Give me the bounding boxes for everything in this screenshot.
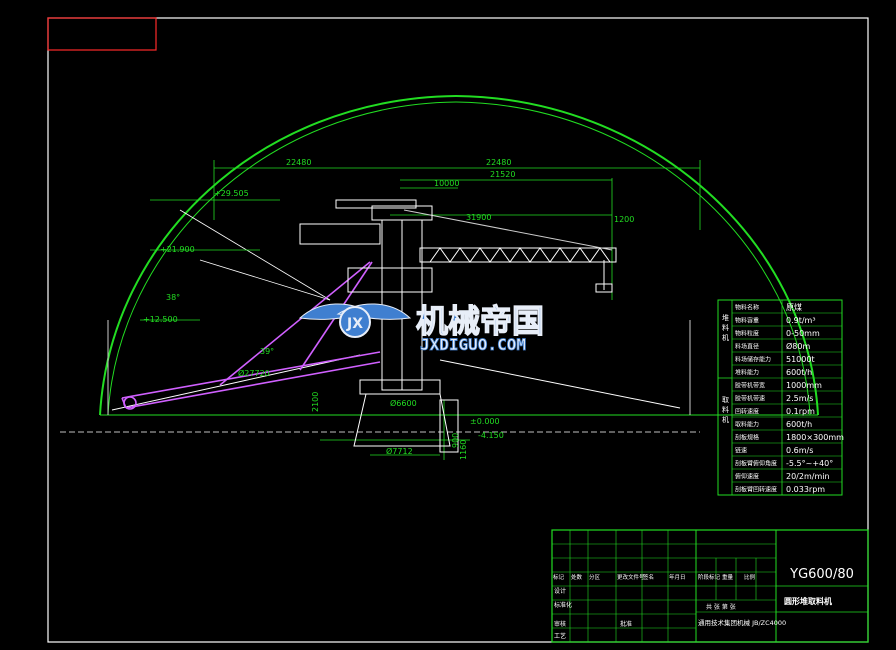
title-block-col-label: 分区 <box>589 573 601 581</box>
stacker-boom <box>403 209 617 293</box>
spec-group-char: 料 <box>722 405 729 414</box>
watermark-cn: 机械帝国 <box>416 302 544 340</box>
spec-row-key: 物料容重 <box>735 317 759 325</box>
dim-base-6600: Ø6600 <box>390 398 417 408</box>
angle-38: 38° <box>166 293 180 302</box>
dim-right-span: 22480 <box>486 158 511 167</box>
dim-10000: 10000 <box>434 179 459 188</box>
spec-row-value: 原煤 <box>786 302 802 312</box>
reclaimer-boom <box>121 261 381 410</box>
spec-row-key: 回转速度 <box>735 408 759 416</box>
title-role-process: 工艺 <box>554 632 566 640</box>
title-drawing-name: 圆形堆取料机 <box>784 596 832 606</box>
spec-row-key: 刮板臂回转速度 <box>735 486 777 494</box>
spec-group-char: 机 <box>722 415 729 424</box>
spec-row-key: 刮板臂俯仰角度 <box>735 460 777 468</box>
title-block-col-label: 更改文件号 <box>617 573 645 581</box>
title-stage-header: 阶段标记 <box>698 573 721 581</box>
title-role-std: 标准化 <box>554 601 572 609</box>
corner-label-box <box>47 17 157 51</box>
title-scale-header: 比例 <box>744 573 756 581</box>
spec-row-value: 0.6m/s <box>786 446 813 455</box>
stockpile-outline <box>60 209 700 433</box>
spec-row-key: 胶带机带宽 <box>735 382 765 390</box>
spec-row-key: 胶带机带速 <box>735 395 765 403</box>
spec-row-value: 600t/h <box>786 420 812 429</box>
title-role-design: 设计 <box>554 587 566 595</box>
spec-row-value: Ø80m <box>786 341 810 351</box>
spec-group-char: 堆 <box>722 313 729 322</box>
spec-row-value: 0.9t/m³ <box>786 316 816 325</box>
dim-base-7712: Ø7712 <box>386 446 413 456</box>
spec-table-border <box>717 299 843 496</box>
level-21900: +21.900 <box>160 245 195 254</box>
dim-height-1160: 1160 <box>459 440 468 460</box>
spec-row-key: 俯仰速度 <box>735 473 759 481</box>
spec-row-value: 600t/h <box>786 368 812 377</box>
dim-21520: 21520 <box>490 170 515 179</box>
spec-row-key: 料场直径 <box>735 343 759 351</box>
level-minus-4150: -4.150 <box>478 431 504 440</box>
title-block: 标记处数分区 更改文件号签名 年月日设计标准化审核工艺 批准 阶段标记重量 比例共 张 第… <box>551 529 869 643</box>
spec-row-value: 2.5m/s <box>786 394 813 403</box>
spec-row-value: 1800×300mm <box>786 433 844 442</box>
title-role-check: 审核 <box>554 620 566 628</box>
title-weight-header: 重量 <box>722 573 734 581</box>
spec-row-key: 链速 <box>735 447 747 455</box>
spec-row-value: 0-50mm <box>786 329 820 338</box>
spec-group-char: 料 <box>722 323 729 332</box>
spec-row-key: 料场储存能力 <box>735 356 771 364</box>
dim-1200: 1200 <box>614 215 634 224</box>
spec-row-key: 物料粒度 <box>735 330 759 338</box>
spec-group-char: 取 <box>722 396 729 404</box>
title-company: 通用技术集团机械 JB/ZC4000 <box>698 618 786 627</box>
spec-row-value: 0.1rpm <box>786 407 815 416</box>
logo-letters-icon: JX <box>346 316 363 332</box>
level-12500: +12.500 <box>143 315 178 324</box>
spec-row-key: 物料名称 <box>735 304 759 312</box>
spec-row-key: 刮板规格 <box>735 434 759 442</box>
level-29505: +29.505 <box>214 189 249 198</box>
title-sheet-label: 共 张 第 张 <box>706 603 736 611</box>
title-drawing-no: YG600/80 <box>789 567 854 582</box>
watermark-en: JXDIGUO.COM <box>420 335 526 354</box>
spec-row-value: 51000t <box>786 355 815 364</box>
spec-row-key: 堆料能力 <box>735 369 759 377</box>
dim-31900: 31900 <box>466 213 491 222</box>
spec-row-value: 1000mm <box>786 381 822 390</box>
dim-radius-27720: Ø27720 <box>238 368 270 378</box>
title-role-approve: 批准 <box>620 620 632 628</box>
level-0: ±0.000 <box>470 417 500 426</box>
spec-group-char: 机 <box>722 333 729 342</box>
title-block-col-label: 年月日 <box>669 573 686 581</box>
drawing-frame <box>47 17 869 643</box>
dim-height-2100: 2100 <box>311 392 320 412</box>
dimension-text: 22480 22480 21520 10000 31900 1200 Ø6600… <box>238 158 634 460</box>
title-block-col-label: 处数 <box>571 573 583 581</box>
title-block-col-label: 标记 <box>553 573 565 581</box>
spec-row-value: -5.5°~+40° <box>786 459 833 468</box>
dimension-lines <box>140 160 701 460</box>
angle-39: 39° <box>260 347 274 356</box>
dim-height-900: 900 <box>451 433 460 448</box>
spec-row-value: 20/2m/min <box>786 472 830 481</box>
spec-row-value: 0.033rpm <box>786 485 825 494</box>
storage-dome <box>99 94 819 416</box>
dim-left-span: 22480 <box>286 158 311 167</box>
title-block-col-label: 签名 <box>643 573 654 581</box>
watermark-logo: JX 机械帝国 JXDIGUO.COM <box>298 301 545 354</box>
level-marks: +29.505 +21.900 +12.500 ±0.000 -4.150 38… <box>143 189 504 440</box>
gear-icon <box>339 306 371 338</box>
spec-row-key: 取料能力 <box>735 421 759 429</box>
